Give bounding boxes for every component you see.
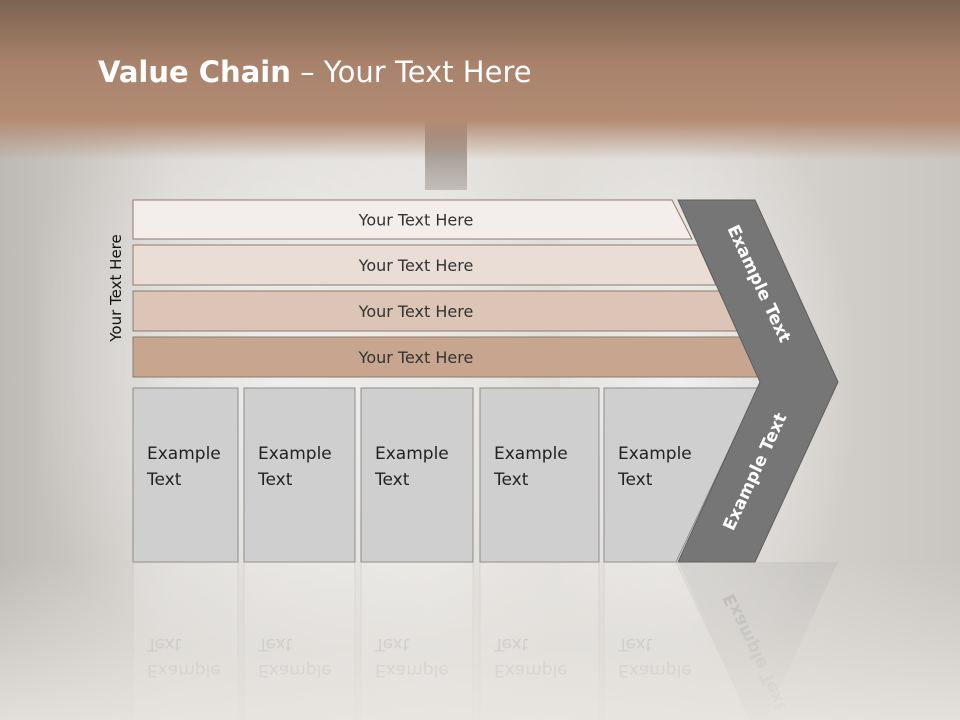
reflection-text-line1: Example [494,660,568,680]
primary-box-line1: Example [618,444,692,464]
reflection-text-line2: Text [493,634,529,654]
slide-title[interactable]: Value Chain – Your Text Here [98,55,532,89]
primary-box-line1: Example [258,444,332,464]
primary-box-line2: Text [493,470,529,490]
reflection-text-line2: Text [374,634,410,654]
support-row-label: Your Text Here [358,302,474,321]
reflection-text-line1: Example [375,660,449,680]
reflection-text-line1: Example [147,660,221,680]
primary-box-line2: Text [617,470,653,490]
primary-box-line1: Example [147,444,221,464]
primary-box-line1: Example [494,444,568,464]
title-rest: – Your Text Here [290,55,532,89]
primary-box-line2: Text [146,470,182,490]
reflection-text-line2: Text [257,634,293,654]
support-row-label: Your Text Here [358,256,474,275]
reflection-text-line2: Text [617,634,653,654]
primary-box-line2: Text [374,470,410,490]
support-row-label: Your Text Here [358,211,474,230]
support-row-label: Your Text Here [358,348,474,367]
title-bold: Value Chain [98,55,291,89]
reflection-group [132,561,838,720]
reflection-text-line2: Text [146,634,182,654]
primary-box-line1: Example [375,444,449,464]
support-row[interactable] [132,199,693,240]
reflection-text-line1: Example [618,660,692,680]
primary-box-line2: Text [257,470,293,490]
reflection-text-line1: Example [258,660,332,680]
header-band [0,0,960,160]
